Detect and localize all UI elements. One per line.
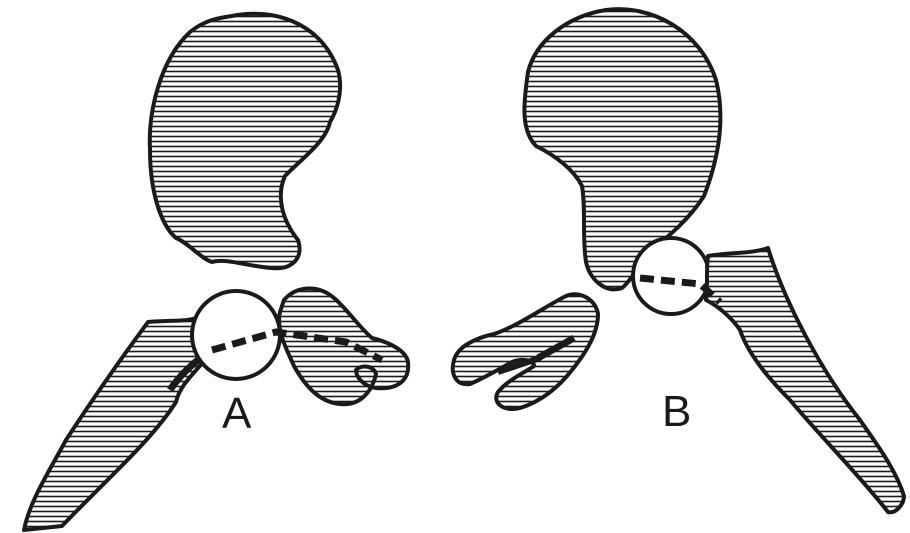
- femur-a: [24, 318, 210, 530]
- femoral-head-a: [192, 291, 280, 379]
- panel-a: A: [24, 14, 408, 530]
- pubis-ischium-b: [453, 294, 598, 409]
- femur-b: [706, 248, 904, 512]
- label-b: B: [662, 387, 691, 436]
- ilium-a: [150, 14, 340, 268]
- panel-b: B: [453, 9, 904, 512]
- pubis-ischium-a: [279, 288, 408, 404]
- label-a: A: [222, 389, 252, 438]
